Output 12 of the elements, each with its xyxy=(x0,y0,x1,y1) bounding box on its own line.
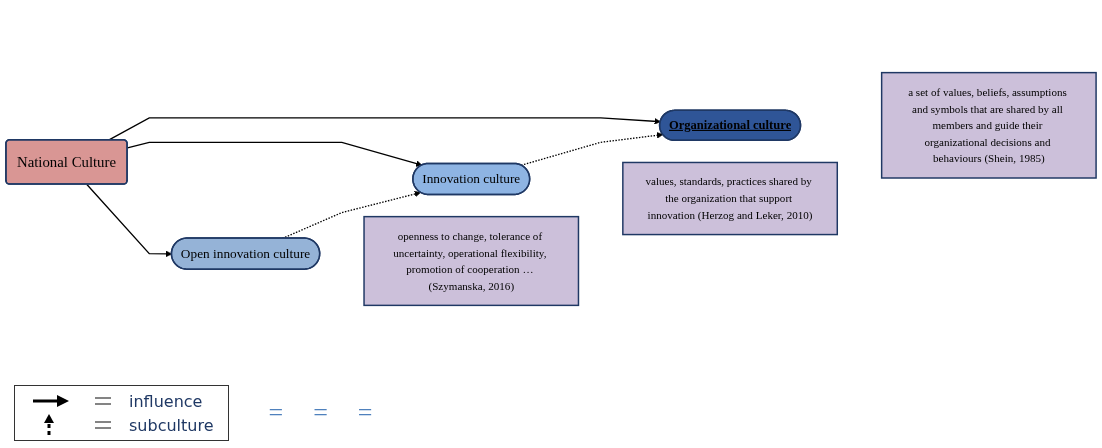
legend-text: subculture xyxy=(129,415,214,435)
definition-box: a set of values, beliefs, assumptions and symbols that are shared by all members and guide their organizational decisions and behaviours (Shein, 1985) xyxy=(880,71,1097,179)
equals-sign: = xyxy=(313,398,328,428)
ellipse-node: Open innovation culture xyxy=(170,237,321,270)
ellipse-node: Innovation culture xyxy=(412,162,531,196)
legend-text: influence xyxy=(129,391,203,411)
ellipse-node: Organizational culture xyxy=(658,109,802,142)
equals-sign: = xyxy=(268,398,284,428)
definition-box: openness to change, tolerance of uncertainty, operational flexibility, promotion of cooperation … (Szymanska, 2016) xyxy=(363,215,580,307)
equals-sign: = xyxy=(357,398,373,428)
rounded-box: National Culture xyxy=(5,139,128,185)
definition-box: values, standards, practices shared by the organization that support innovation (Herzog and Leker, 2010) xyxy=(622,161,838,236)
